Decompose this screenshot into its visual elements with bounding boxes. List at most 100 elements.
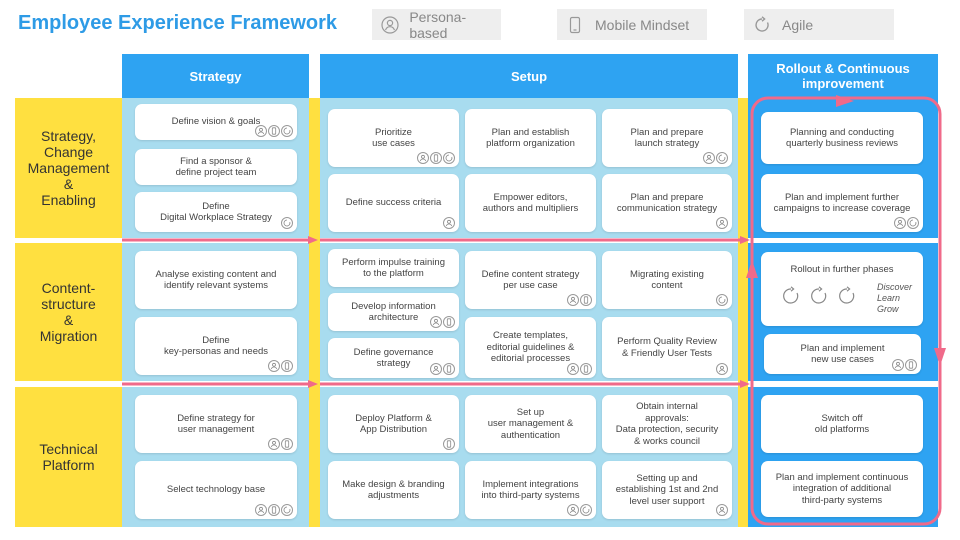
- card-deploy-platform: Deploy Platform & App Distribution: [328, 395, 459, 453]
- person-icon: [567, 363, 579, 375]
- card-plan-launch: Plan and prepare launch strategy: [602, 109, 732, 167]
- card-define-vision: Define vision & goals: [135, 104, 297, 140]
- column-header-setup: Setup: [320, 54, 738, 98]
- mobile-icon: [580, 294, 592, 306]
- legend-agile: Agile: [744, 9, 894, 40]
- mobile-icon: [268, 125, 280, 137]
- card-templates: Create templates, editorial guidelines &…: [465, 317, 596, 378]
- card-impulse-training: Perform impulse training to the platform: [328, 249, 459, 287]
- card-user-support: Setting up and establishing 1st and 2nd …: [602, 461, 732, 519]
- person-icon: [894, 217, 906, 229]
- card-campaigns: Plan and implement further campaigns to …: [761, 174, 923, 232]
- legend-mobile: Mobile Mindset: [557, 9, 707, 40]
- cycle-icon: [580, 504, 592, 516]
- card-design-branding: Make design & branding adjustments: [328, 461, 459, 519]
- card-define-success: Define success criteria: [328, 174, 459, 232]
- legend-label: Agile: [782, 16, 814, 33]
- cycle-icon: [811, 286, 827, 304]
- card-rollout-phases: Rollout in further phases Discover Learn…: [761, 252, 923, 326]
- mobile-icon: [443, 363, 455, 375]
- divider-strip: [738, 98, 748, 527]
- column-header-rollout: Rollout & Continuous improvement: [748, 54, 938, 98]
- mobile-icon: [580, 363, 592, 375]
- loop-arrow-left: [746, 260, 758, 278]
- card-governance: Define governance strategy: [328, 338, 459, 378]
- cycle-icon: [281, 217, 293, 229]
- card-quality-review: Perform Quality Review & Friendly User T…: [602, 317, 732, 378]
- card-define-personas: Define key-personas and needs: [135, 317, 297, 375]
- person-icon: [417, 152, 429, 164]
- improvement-loop: [746, 95, 946, 526]
- row-label-strategy: Strategy, Change Management & Enabling: [15, 98, 122, 238]
- card-switch-off: Switch off old platforms: [761, 395, 923, 453]
- cycle-icon: [281, 125, 293, 137]
- arrow-head: [308, 380, 318, 388]
- person-icon: [567, 504, 579, 516]
- person-icon: [443, 217, 455, 229]
- person-icon: [255, 125, 267, 137]
- cycle-icon: [443, 152, 455, 164]
- mobile-icon: [281, 360, 293, 372]
- divider-strip: [309, 98, 320, 527]
- loop-arrow-right: [934, 348, 946, 366]
- mobile-icon: [281, 438, 293, 450]
- cycle-icon: [716, 152, 728, 164]
- person-icon: [430, 363, 442, 375]
- loop-arrow-top: [836, 95, 854, 107]
- cycle-icon: [281, 504, 293, 516]
- arrow-head: [740, 380, 750, 388]
- cycle-icons-row: [781, 286, 857, 306]
- mobile-icon: [430, 152, 442, 164]
- card-quarterly-reviews: Planning and conducting quarterly busine…: [761, 112, 923, 164]
- card-empower-editors: Empower editors, authors and multipliers: [465, 174, 596, 232]
- person-icon: [268, 360, 280, 372]
- card-plan-communication: Plan and prepare communication strategy: [602, 174, 732, 232]
- flow-arrows: [122, 236, 750, 388]
- arrow-head: [740, 236, 750, 244]
- loop-border: [750, 96, 942, 526]
- row-label-content: Content- structure & Migration: [15, 243, 122, 381]
- card-define-dw-strategy: Define Digital Workplace Strategy: [135, 192, 297, 232]
- cycle-icon: [839, 286, 855, 304]
- cycle-icon: [783, 286, 799, 304]
- arrow-head: [308, 236, 318, 244]
- row-label-technical: Technical Platform: [15, 387, 122, 527]
- person-icon: [255, 504, 267, 516]
- card-info-architecture: Develop information architecture: [328, 293, 459, 331]
- card-migrating-content: Migrating existing content: [602, 251, 732, 309]
- person-icon: [268, 438, 280, 450]
- mobile-icon: [905, 359, 917, 371]
- card-internal-approvals: Obtain internal approvals: Data protecti…: [602, 395, 732, 453]
- card-new-use-cases: Plan and implement new use cases: [764, 334, 921, 374]
- person-icon: [716, 363, 728, 375]
- card-integrations: Implement integrations into third-party …: [465, 461, 596, 519]
- card-plan-platform-org: Plan and establish platform organization: [465, 109, 596, 167]
- cycle-icon: [907, 217, 919, 229]
- mobile-icon: [268, 504, 280, 516]
- mobile-icon: [443, 438, 455, 450]
- card-content-strategy: Define content strategy per use case: [465, 251, 596, 309]
- card-user-mgmt-auth: Set up user management & authentication: [465, 395, 596, 453]
- person-icon: [567, 294, 579, 306]
- person-icon: [716, 504, 728, 516]
- person-icon: [892, 359, 904, 371]
- person-icon: [380, 15, 399, 35]
- card-analyse-content: Analyse existing content and identify re…: [135, 251, 297, 309]
- card-continuous-integration: Plan and implement continuous integratio…: [761, 461, 923, 517]
- card-user-mgmt-strategy: Define strategy for user management: [135, 395, 297, 453]
- person-icon: [430, 316, 442, 328]
- person-icon: [703, 152, 715, 164]
- card-find-sponsor: Find a sponsor & define project team: [135, 149, 297, 185]
- cycle-icon: [716, 294, 728, 306]
- legend-label: Mobile Mindset: [595, 16, 690, 33]
- cycle-icon: [752, 15, 772, 35]
- mobile-icon: [565, 15, 585, 35]
- discover-learn-grow-label: Discover Learn Grow: [877, 282, 913, 314]
- legend-persona: Persona-based: [372, 8, 501, 41]
- mobile-icon: [443, 316, 455, 328]
- page-title: Employee Experience Framework: [18, 12, 338, 34]
- card-technology-base: Select technology base: [135, 461, 297, 519]
- card-prioritize-use-cases: Prioritize use cases: [328, 109, 459, 167]
- column-header-strategy: Strategy: [122, 54, 309, 98]
- legend-label: Persona-based: [409, 8, 467, 41]
